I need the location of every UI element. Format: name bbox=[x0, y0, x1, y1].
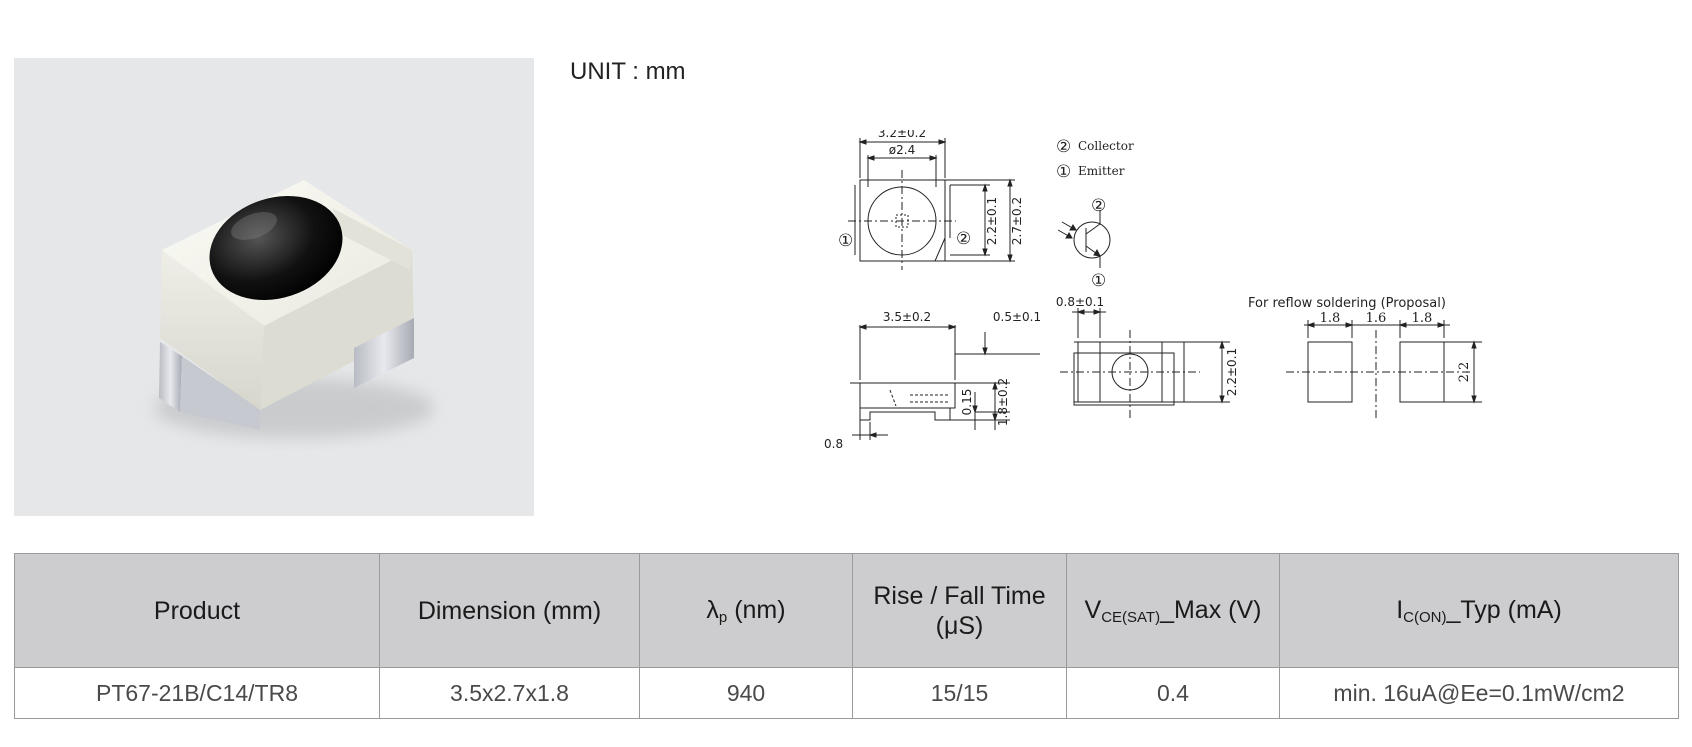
reflow-pad-layout: For reflow soldering (Proposal) bbox=[1248, 296, 1482, 420]
cell-peak-wavelength: 940 bbox=[639, 667, 853, 719]
dim-height-outer-label: 2.7±0.2 bbox=[1010, 197, 1024, 245]
body-front-face bbox=[160, 250, 264, 410]
lens-dome bbox=[209, 196, 343, 300]
lead-side bbox=[354, 318, 414, 388]
unit-label: UNIT : mm bbox=[570, 58, 686, 85]
legend-pin2-label: Collector bbox=[1078, 139, 1134, 153]
svg-text:②: ② bbox=[1091, 196, 1106, 216]
cell-ic-on: min. 16uA@Ee=0.1mW/cm2 bbox=[1279, 667, 1679, 719]
product-photo bbox=[14, 58, 534, 516]
header-vce-sat: VCE(SAT)_Max (V) bbox=[1066, 553, 1280, 668]
dim-standoff-label: 0.15 bbox=[960, 389, 974, 416]
dimension-drawing: 3.2±0.2 ø2.4 2.2±0.1 2.7±0.2 ① ② ② Colle… bbox=[810, 130, 1510, 470]
table-row: PT67-21B/C14/TR8 3.5x2.7x1.8 940 15/15 0… bbox=[14, 667, 1679, 719]
dim-length-label: 3.5±0.2 bbox=[883, 310, 931, 324]
header-dimension: Dimension (mm) bbox=[379, 553, 640, 668]
reflow-title: For reflow soldering (Proposal) bbox=[1248, 296, 1446, 311]
table-header-row: Product Dimension (mm) λp (nm) Rise / Fa… bbox=[14, 553, 1679, 668]
end-view: 0.8±0.1 2.2±0.1 bbox=[1056, 295, 1239, 420]
pin2-marker: ② bbox=[956, 229, 971, 249]
cell-product: PT67-21B/C14/TR8 bbox=[14, 667, 380, 719]
header-product: Product bbox=[14, 553, 380, 668]
legend-pin1-label: Emitter bbox=[1078, 164, 1125, 178]
side-view: 3.5±0.2 0.5±0.1 1.8±0.2 0.15 0.8 bbox=[824, 310, 1041, 451]
reflow-pad2-label: 1.8 bbox=[1412, 311, 1433, 326]
dim-width-label: 3.2±0.2 bbox=[878, 130, 926, 140]
dim-lead-width-label: 0.8±0.1 bbox=[1056, 295, 1104, 309]
dim-height-inner-label: 2.2±0.1 bbox=[985, 197, 999, 245]
spec-table: Product Dimension (mm) λp (nm) Rise / Fa… bbox=[14, 553, 1679, 719]
reflow-height-label: 2.2 bbox=[1457, 362, 1472, 383]
header-peak-wavelength: λp (nm) bbox=[639, 553, 853, 668]
svg-text:①: ① bbox=[1091, 271, 1106, 291]
cell-dimension: 3.5x2.7x1.8 bbox=[379, 667, 640, 719]
header-ic-on: IC(ON)_Typ (mA) bbox=[1279, 553, 1679, 668]
body-side-face bbox=[260, 250, 414, 410]
legend-pin2-symbol: ② bbox=[1056, 137, 1071, 157]
dim-end-height-label: 2.2±0.1 bbox=[1225, 348, 1239, 396]
pin1-marker: ① bbox=[838, 231, 853, 251]
dim-lead-label: 0.8 bbox=[824, 437, 843, 451]
pin-legend: ② Collector ① Emitter bbox=[1056, 137, 1134, 182]
reflow-pad1-label: 1.8 bbox=[1320, 311, 1341, 326]
dim-side-height-label: 1.8±0.2 bbox=[996, 378, 1010, 426]
dim-tab-label: 0.5±0.1 bbox=[993, 310, 1041, 324]
dim-lens-label: ø2.4 bbox=[889, 143, 915, 157]
cell-vce-sat: 0.4 bbox=[1066, 667, 1280, 719]
legend-pin1-symbol: ① bbox=[1056, 162, 1071, 182]
phototransistor-symbol: ② ① bbox=[1057, 196, 1111, 291]
cell-rise-fall-time: 15/15 bbox=[852, 667, 1067, 719]
top-view: 3.2±0.2 ø2.4 2.2±0.1 2.7±0.2 ① ② bbox=[838, 130, 1024, 270]
reflow-gap-label: 1.6 bbox=[1366, 311, 1387, 326]
lead-front bbox=[159, 342, 182, 412]
header-rise-fall-time: Rise / Fall Time(μS) bbox=[852, 553, 1067, 668]
